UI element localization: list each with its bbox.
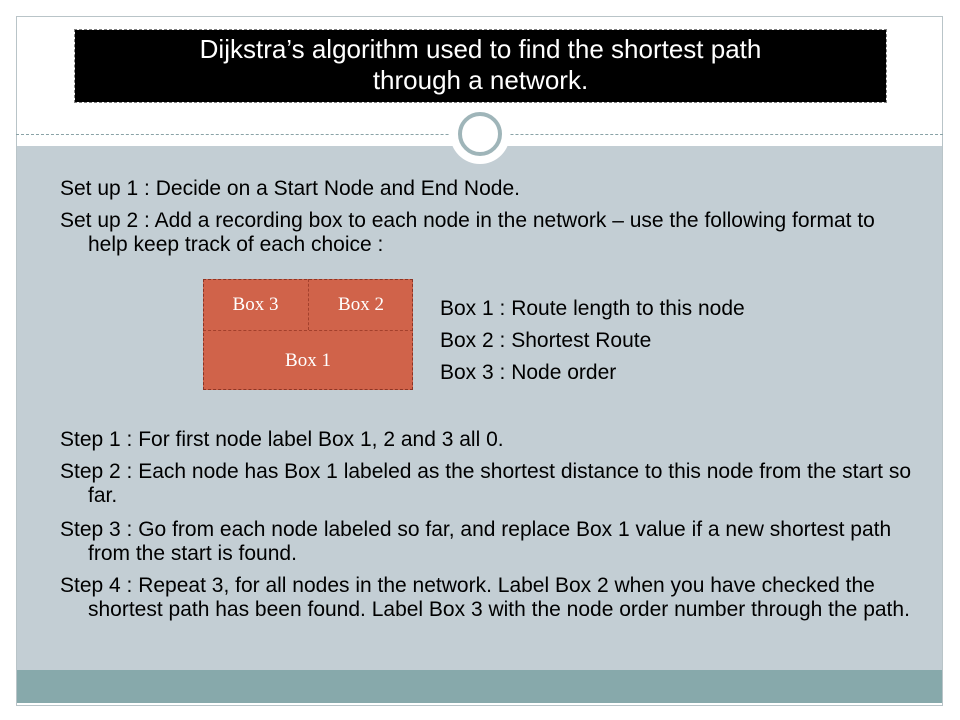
content-panel: [17, 146, 942, 670]
setup-1-text: Set up 1 : Decide on a Start Node and En…: [60, 177, 520, 200]
step-3-text: Step 3 : Go from each node labeled so fa…: [60, 518, 892, 565]
step-1-text: Step 1 : For first node label Box 1, 2 a…: [60, 428, 504, 451]
recording-box-diagram: Box 3 Box 2 Box 1: [203, 279, 413, 390]
legend-box-1: Box 1 : Route length to this node: [440, 297, 745, 320]
legend-box-2: Box 2 : Shortest Route: [440, 329, 652, 352]
circle-ring-icon: [458, 112, 502, 156]
circle-ornament: [450, 104, 510, 164]
title-line-1: Dijkstra’s algorithm used to find the sh…: [199, 34, 762, 64]
legend-box-3: Box 3 : Node order: [440, 361, 617, 384]
box-1-cell: Box 1: [203, 330, 413, 390]
slide-title: Dijkstra’s algorithm used to find the sh…: [74, 29, 887, 103]
footer-band: [17, 670, 942, 703]
step-4-text: Step 4 : Repeat 3, for all nodes in the …: [60, 574, 910, 621]
box-3-cell: Box 3: [203, 279, 309, 330]
step-2-text: Step 2 : Each node has Box 1 labeled as …: [60, 460, 912, 507]
title-line-2: through a network.: [372, 65, 589, 95]
setup-2-text: Set up 2 : Add a recording box to each n…: [60, 209, 875, 256]
box-2-cell: Box 2: [309, 279, 413, 330]
